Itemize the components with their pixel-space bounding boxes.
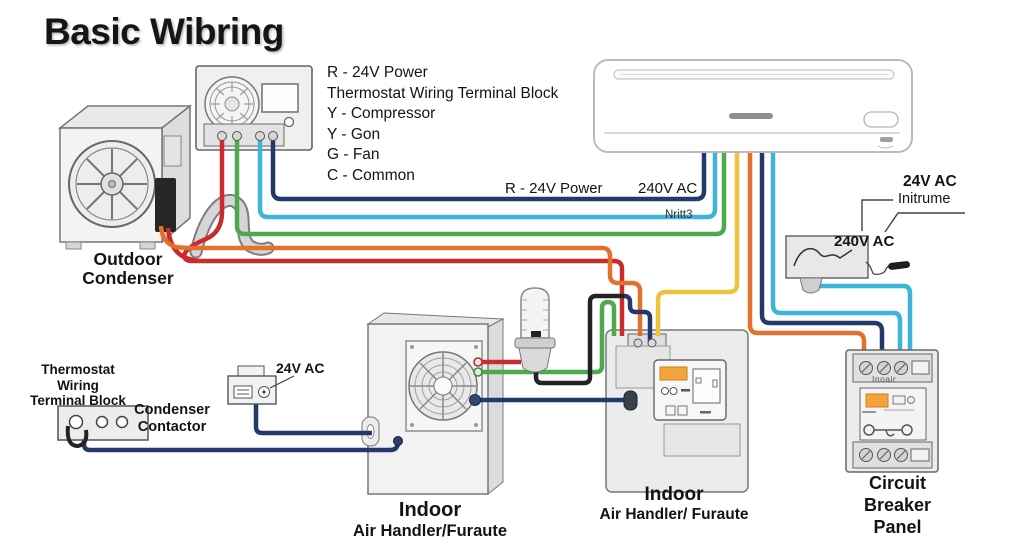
jumper-loop xyxy=(65,425,89,449)
wire-yellow-minisplit-to-control xyxy=(655,146,740,336)
control-board-display xyxy=(659,366,688,381)
label-24v-ac-contactor: 24V AC xyxy=(276,360,325,376)
disconnect-box-illustration xyxy=(785,235,911,294)
indoor-air-handler-panel-label: Indoor Air Handler/ Furaute xyxy=(599,484,749,523)
wire-cyan-disconnect-to-breaker xyxy=(807,279,913,356)
control-box-plug xyxy=(623,390,638,411)
page-title: Basic Wibring xyxy=(44,11,284,52)
breaker-brand-text: Inoair xyxy=(872,374,897,384)
legend-line: C - Common xyxy=(327,166,415,184)
condenser-fan-spokes xyxy=(77,149,147,219)
thermostat-terminals xyxy=(217,131,278,141)
circuit-breaker-panel-label: Circuit Breaker Panel xyxy=(863,473,932,537)
thermostat-display xyxy=(261,83,299,113)
wire-orange-condenser-to-control xyxy=(158,225,643,336)
wiring-legend: R - 24V Power Thermostat Wiring Terminal… xyxy=(327,63,558,186)
wire-green-thermostat-to-minisplit xyxy=(234,137,727,237)
breaker-display xyxy=(865,393,889,408)
cabinet-terminals xyxy=(393,357,483,446)
indoor-air-handler-cabinet-illustration xyxy=(361,312,505,496)
condenser-contactor-illustration xyxy=(227,365,295,405)
thermostat-terminal-block-label: Thermostat Wiring Terminal Block xyxy=(30,362,126,408)
outdoor-condenser-illustration xyxy=(57,104,193,250)
wire-green-cabinet-to-control xyxy=(478,299,617,375)
label-240v-ac-mid: 240V AC xyxy=(638,180,698,197)
label-nritt: Nritt3 xyxy=(665,209,693,221)
legend-line: G - Fan xyxy=(327,146,380,163)
wire-orange-minisplit-to-breaker xyxy=(747,146,867,356)
wire-cyan-thermostat-to-minisplit xyxy=(257,137,718,220)
wire-black-bulb-to-control xyxy=(533,293,624,386)
wire-navy-thermostat-to-minisplit xyxy=(270,137,707,202)
label-240v-ac-box: 240V AC xyxy=(834,233,895,250)
condenser-contactor-label: Condenser Contactor xyxy=(134,402,210,435)
condenser-wiring-box xyxy=(155,178,176,232)
mini-split-display xyxy=(863,111,899,128)
outdoor-condenser-label: Outdoor Condenser xyxy=(82,249,174,288)
condenser-conduit xyxy=(189,193,275,259)
breaker-bottom-terminals xyxy=(859,448,930,462)
wire-navy-terminal-block-to-cabinet xyxy=(81,434,401,453)
bulb-sensor-illustration xyxy=(514,287,556,373)
callout-lines xyxy=(861,199,965,233)
indoor-air-handler-cabinet-label: Indoor Air Handler/Furaute xyxy=(352,499,508,540)
label-initrume: Initrume xyxy=(898,191,951,207)
control-box-terminals xyxy=(623,338,657,411)
wire-navy-contactor-to-cabinet xyxy=(253,404,372,436)
thermostat-button xyxy=(283,116,295,128)
label-24v-ac-top: 24V AC xyxy=(903,173,957,190)
label-r-24v-power: R - 24V Power xyxy=(505,180,603,197)
circuit-breaker-illustration xyxy=(845,349,939,473)
legend-line: R - 24V Power xyxy=(327,64,428,81)
wire-navy-control-terminals xyxy=(623,293,653,344)
thermostat-terminal-block-illustration xyxy=(57,405,149,449)
breaker-top-terminals xyxy=(859,360,930,375)
wires xyxy=(81,137,913,453)
probe-tip xyxy=(888,261,911,270)
probe-lead xyxy=(865,261,891,276)
thermostat-illustration xyxy=(195,65,313,151)
legend-line: Thermostat Wiring Terminal Block xyxy=(327,84,559,102)
legend-line: Y - Compressor xyxy=(327,105,436,122)
legend-line: Y - Gon xyxy=(327,125,381,143)
mini-split-indoor-unit-illustration xyxy=(593,59,913,153)
wire-cyan-minisplit-to-breaker xyxy=(770,146,903,356)
air-handler-control-panel-illustration xyxy=(605,329,749,493)
wire-navy-minisplit-to-breaker xyxy=(759,146,885,356)
